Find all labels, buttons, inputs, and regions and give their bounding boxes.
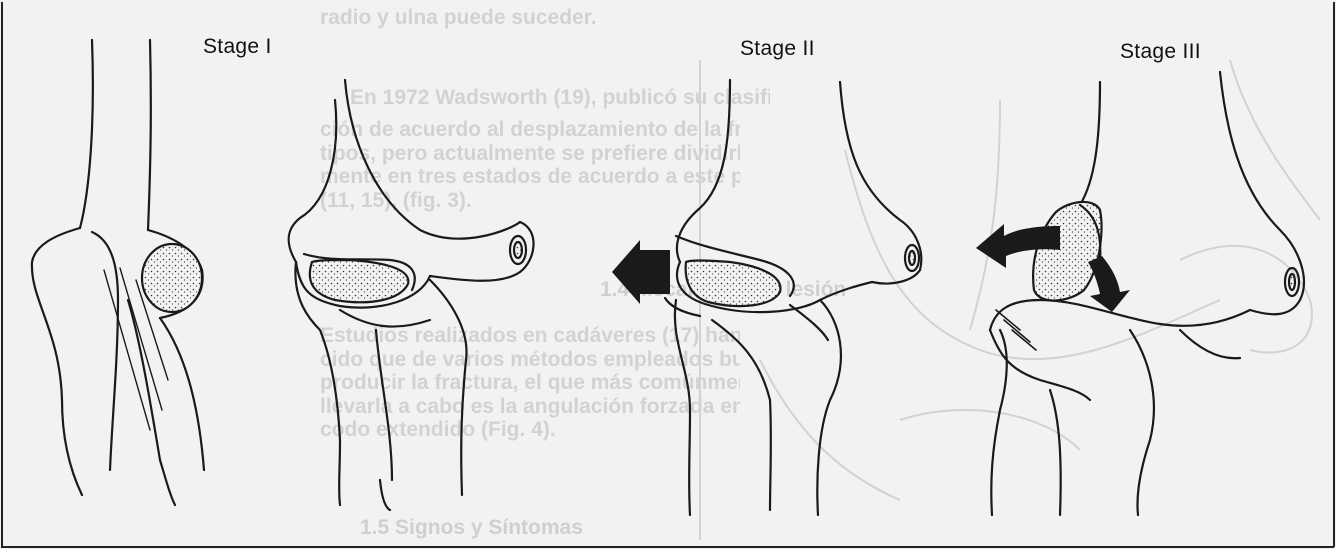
stage-3-lateral-view bbox=[990, 72, 1304, 515]
stage-2-label: Stage II bbox=[740, 37, 815, 61]
stage-2-lateral-view bbox=[665, 80, 921, 515]
stage-2-displacement-arrow bbox=[612, 240, 670, 304]
bleed-through-drawing bbox=[700, 60, 1320, 540]
stage-1-front-view bbox=[32, 40, 204, 505]
stage-3-label: Stage III bbox=[1120, 40, 1201, 64]
stage-1-lateral-view bbox=[289, 80, 534, 510]
stage-1-label: Stage I bbox=[203, 35, 272, 59]
